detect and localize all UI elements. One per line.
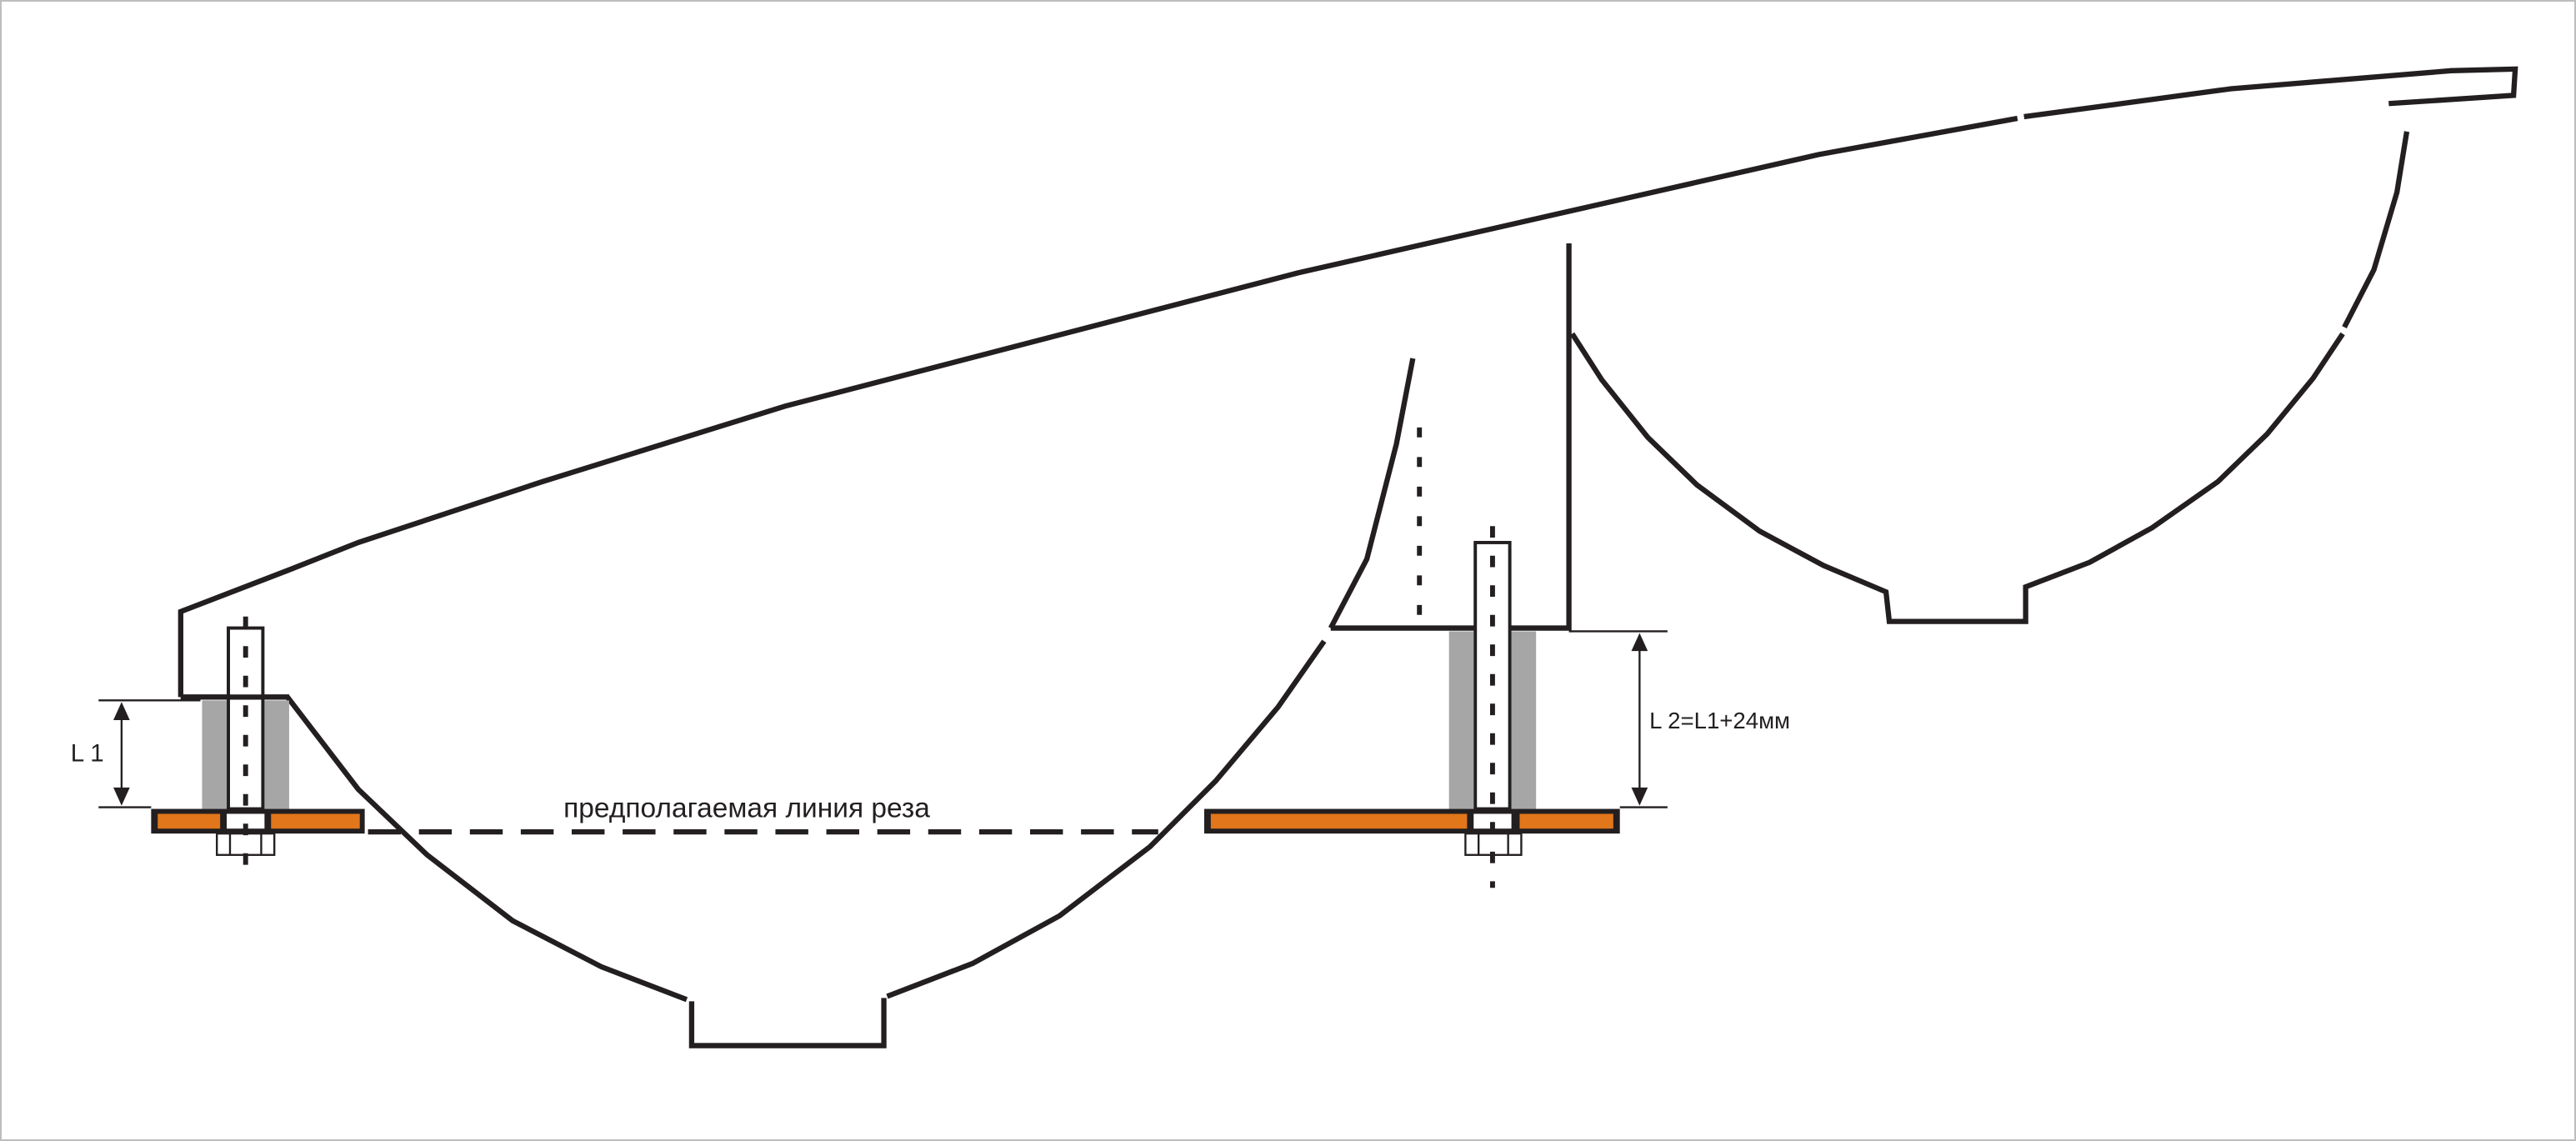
left-spacer [264,700,289,809]
right-plate-hole [1473,813,1512,829]
right-spacer [1511,631,1537,809]
right-clamp-assembly [1203,526,1620,888]
cut-line-label: предполагаемая линия реза [563,793,930,823]
right-spacer [1448,631,1474,809]
arrow-up-icon [113,702,130,721]
left-bowl-right-wall [886,639,1327,999]
left-plate-hole [227,813,265,829]
left-plate-orange [158,813,221,829]
left-bolt [227,626,265,811]
dimension-l2-label: L 2=L1+24мм [1649,708,1790,733]
top-profile-line [178,115,2018,698]
dimension-l1: L 1 [71,699,201,808]
left-bowl-bottom [688,998,887,1048]
dimension-l2: L 2=L1+24мм [1568,630,1790,808]
left-spacer [202,700,228,809]
top-profile-line-end [2023,66,2518,120]
dimension-l1-label: L 1 [71,739,104,767]
arrow-down-icon [113,787,130,806]
right-bowl-upper [2342,131,2410,328]
arrow-up-icon [1631,633,1648,652]
right-plate-orange [1519,813,1613,829]
right-plate-orange [1210,813,1468,829]
shelf-line [1330,243,1572,631]
right-bowl-outline [1569,332,2345,624]
left-clamp-assembly [151,616,365,872]
arrow-down-icon [1631,787,1648,806]
left-plate-orange [271,813,360,829]
left-nut [216,832,276,856]
left-bowl-right-wall-upper [1328,358,1416,630]
